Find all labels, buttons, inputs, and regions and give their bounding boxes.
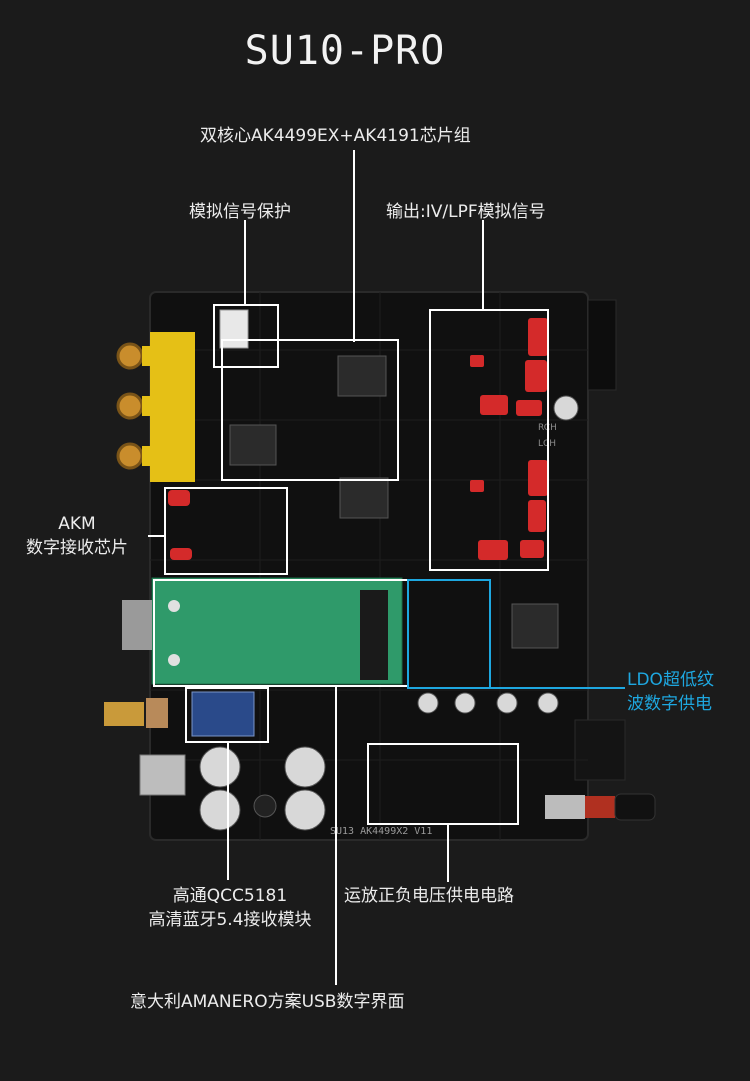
label-qcc-line1: 高通QCC5181 (172, 886, 288, 906)
electrolytic-capacitors (199, 395, 579, 831)
highlight-opamp-power (367, 743, 519, 825)
film-capacitors (168, 318, 548, 560)
label-qcc-line2: 高清蓝牙5.4接收模块 (148, 910, 312, 930)
label-akm-line2: 数字接收芯片 (26, 538, 128, 558)
board-silkscreen: SU13 AK4499X2 V11 (330, 826, 432, 837)
label-akm: AKM 数字接收芯片 (12, 512, 142, 560)
label-output: 输出:IV/LPF模拟信号 (386, 202, 546, 222)
highlight-ldo (407, 579, 491, 689)
highlight-chipset (221, 339, 399, 481)
label-opamp-power: 运放正负电压供电电路 (344, 886, 514, 906)
label-analog-protect: 模拟信号保护 (189, 202, 291, 222)
highlight-akm (164, 487, 288, 575)
highlight-output (429, 309, 549, 571)
dac-chips (219, 309, 559, 649)
label-akm-line1: AKM (58, 514, 96, 534)
usb-module (122, 577, 403, 685)
label-ldo-line2: 波数字供电 (627, 694, 712, 714)
bluetooth-module (104, 691, 255, 737)
label-qcc: 高通QCC5181 高清蓝牙5.4接收模块 (110, 884, 350, 932)
leader-lines (148, 150, 484, 985)
label-ldo: LDO超低纹 波数字供电 (627, 668, 714, 716)
dc-jack (545, 793, 656, 821)
rca-jacks (116, 332, 195, 482)
usb-port (139, 754, 186, 796)
label-chipset: 双核心AK4499EX+AK4191芯片组 (200, 126, 471, 146)
page-title: SU10-PRO (244, 28, 446, 74)
label-ldo-line1: LDO超低纹 (627, 670, 714, 690)
label-usb: 意大利AMANERO方案USB数字界面 (130, 992, 405, 1012)
